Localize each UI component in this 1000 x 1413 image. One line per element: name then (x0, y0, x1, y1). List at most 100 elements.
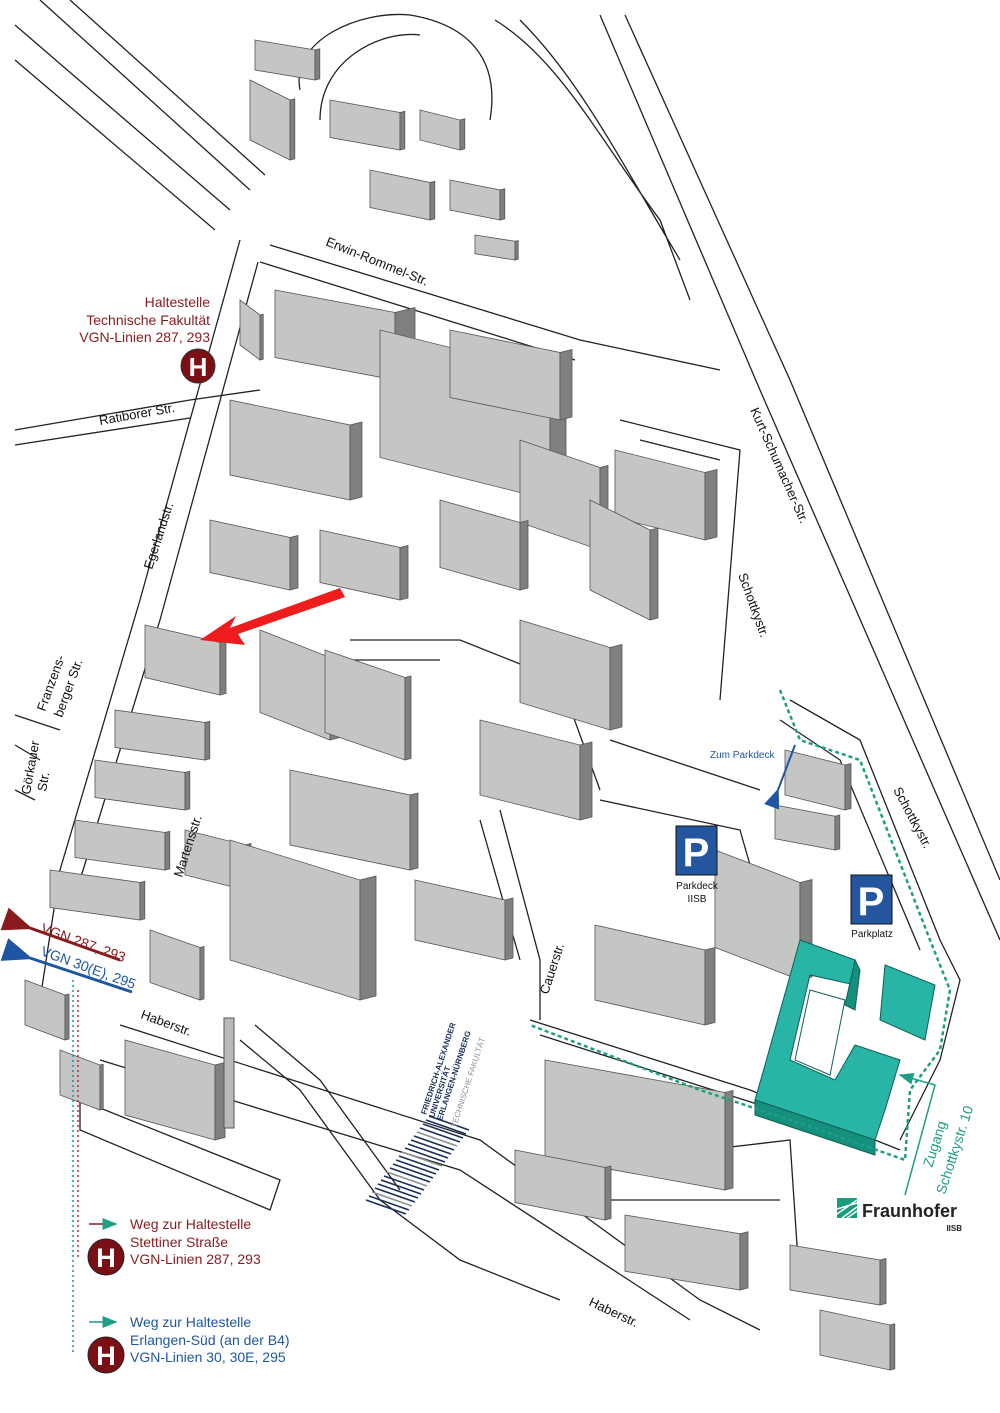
building (614, 449, 718, 541)
street-schottky-1: Schottkystr. (735, 571, 772, 639)
bus-stop-technische-fakultaet: Haltestelle Technische Fakultät VGN-Lini… (79, 294, 216, 384)
legend-erlangen-sued: Weg zur Haltestelle Erlangen-Süd (an der… (87, 1314, 290, 1374)
target-arrow-icon (200, 588, 345, 645)
building (254, 39, 321, 81)
building (74, 819, 171, 871)
fau-logo-stripe (371, 1191, 413, 1207)
building (114, 709, 211, 761)
building (449, 329, 573, 421)
street-erwin-rommel: Erwin-Rommel-Str. (324, 234, 431, 289)
building (589, 499, 659, 621)
to-parkdeck-arrow-icon (764, 744, 796, 810)
fau-logo-stripe (410, 1139, 452, 1155)
bus-stop-icon (180, 348, 216, 384)
building (249, 79, 296, 161)
fraunhofer-logo: Fraunhofer IISB (836, 1198, 962, 1233)
building (594, 924, 716, 1026)
building (24, 979, 70, 1041)
building (59, 1049, 104, 1111)
fau-logo-stripe (398, 1155, 440, 1171)
svg-text:Fraunhofer: Fraunhofer (862, 1201, 957, 1221)
svg-text:Weg zur Haltestelle: Weg zur Haltestelle (130, 1314, 251, 1330)
building (124, 1039, 226, 1141)
svg-text:Technische Fakultät: Technische Fakultät (86, 312, 210, 328)
building (94, 759, 191, 811)
chimney (223, 1017, 235, 1129)
building (784, 749, 852, 811)
parkdeck-sign: P Parkdeck IISB (675, 825, 719, 905)
svg-text:Parkdeck: Parkdeck (676, 881, 719, 892)
svg-text:VGN-Linien 287, 293: VGN-Linien 287, 293 (79, 329, 210, 345)
legend-stettiner: Weg zur Haltestelle Stettiner Straße VGN… (87, 1216, 261, 1276)
fau-logo-stripe (392, 1163, 434, 1179)
building (49, 869, 146, 921)
fau-logo-stripe (386, 1171, 428, 1187)
parkplatz-sign: P Parkplatz (850, 874, 893, 940)
street-haber-2: Haberstr. (587, 1294, 641, 1330)
building (319, 529, 409, 601)
building (149, 929, 205, 1001)
to-parkdeck-label: Zum Parkdeck (710, 750, 775, 761)
building (624, 1214, 749, 1291)
bus-stop-icon (87, 1238, 125, 1276)
parking-icon: P (683, 831, 710, 875)
fau-logo-stripe (419, 1127, 461, 1143)
building (324, 649, 412, 761)
street-schottky-2: Schottkystr. (890, 784, 935, 850)
svg-text:Stettiner Straße: Stettiner Straße (130, 1234, 228, 1250)
fau-logo-stripe (425, 1119, 467, 1135)
fau-logo-stripe (428, 1115, 470, 1131)
building (369, 169, 436, 221)
fau-logo-stripe (368, 1195, 410, 1211)
building (479, 719, 593, 821)
building (449, 179, 506, 221)
svg-text:Weg zur Haltestelle: Weg zur Haltestelle (130, 1216, 251, 1232)
svg-text:H: H (189, 352, 208, 382)
svg-text:IISB: IISB (946, 1224, 962, 1233)
bus-route-blue-arrow-icon (0, 938, 133, 994)
fau-logo-stripe (422, 1123, 464, 1139)
building (239, 299, 264, 361)
fau-logo-stripe (404, 1147, 446, 1163)
building (544, 1059, 734, 1191)
building (519, 619, 623, 731)
svg-text:H: H (96, 1341, 116, 1371)
building (439, 499, 529, 591)
building (774, 804, 841, 851)
building (819, 1309, 896, 1371)
street-ratiborer: Ratiborer Str. (98, 400, 176, 428)
street-cauer: Cauerstr. (537, 941, 568, 996)
building (419, 109, 466, 151)
access-arrow-icon (898, 1072, 936, 1196)
building (209, 519, 299, 591)
street-egerland: Egerlandstr. (141, 500, 177, 571)
fau-logo-stripe (377, 1183, 419, 1199)
building (414, 879, 514, 961)
building (289, 769, 419, 871)
fau-logo-stripe (389, 1167, 431, 1183)
svg-text:Parkplatz: Parkplatz (851, 929, 893, 940)
bus-stop-icon (87, 1336, 125, 1374)
building (474, 234, 519, 261)
parking-icon: P (858, 880, 885, 924)
fau-logo-stripe (401, 1151, 443, 1167)
building (144, 624, 227, 696)
building (229, 399, 363, 501)
buildings (24, 39, 896, 1371)
fau-logo-stripe (416, 1131, 458, 1147)
svg-text:Erlangen-Süd (an der B4): Erlangen-Süd (an der B4) (130, 1332, 290, 1348)
bus-route-red-arrow-icon (0, 907, 121, 962)
fau-logo: FRIEDRICH-ALEXANDER UNIVERSITÄT ERLANGEN… (365, 1021, 487, 1215)
fau-logo-stripe (407, 1143, 449, 1159)
street-goerkauer-2: Str. (34, 771, 52, 793)
street-kurt-schumacher: Kurt-Schumacher-Str. (747, 405, 812, 525)
fau-logo-stripe (383, 1175, 425, 1191)
svg-text:H: H (96, 1243, 116, 1273)
svg-text:IISB: IISB (688, 894, 707, 905)
fau-logo-stripe (395, 1159, 437, 1175)
fau-logo-stripe (380, 1179, 422, 1195)
svg-text:VGN-Linien 287, 293: VGN-Linien 287, 293 (130, 1251, 261, 1267)
fau-logo-stripe (365, 1199, 407, 1215)
